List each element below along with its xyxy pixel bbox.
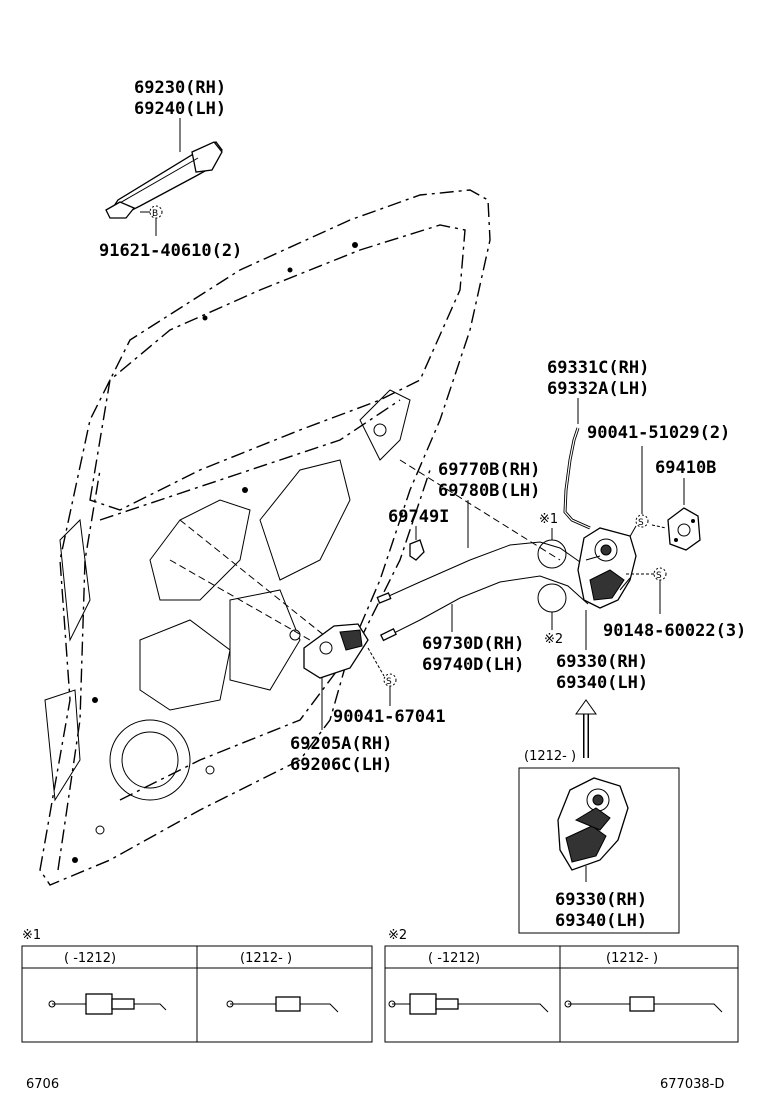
- cable-end-new-1: [226, 996, 339, 1013]
- label-screw-handle: 91621-40610(2): [99, 241, 242, 261]
- bolt-s-letter-2: S: [656, 571, 662, 581]
- inset-lock-assembly: [557, 777, 629, 871]
- lock-rod: [563, 427, 591, 530]
- label-striker: 69410B: [655, 458, 716, 478]
- label-cable-bottom-rh: 69730D(RH): [422, 634, 524, 654]
- connector-dash-2: [179, 519, 331, 641]
- footer-left: 6706: [26, 1077, 59, 1092]
- bolt-b-letter: B: [152, 209, 158, 219]
- label-handle-lh: 69240(LH): [134, 99, 226, 119]
- label-rod-rh: 69331C(RH): [547, 358, 649, 378]
- cable-end-old-2: [388, 993, 549, 1015]
- table1-header-1: ( -1212): [64, 951, 116, 966]
- cable-end-new-2: [564, 996, 723, 1013]
- label-lock-lh: 69340(LH): [556, 673, 648, 693]
- door-lock-assembly: [577, 527, 637, 609]
- label-handle-rh: 69230(RH): [134, 78, 226, 98]
- cable-top: [379, 541, 581, 601]
- note1-circle: [537, 539, 567, 569]
- up-arrow-icon: [575, 699, 597, 758]
- footer-right: 677038-D: [660, 1077, 724, 1092]
- label-cable-bottom-lh: 69740D(LH): [422, 655, 524, 675]
- note2-circle: [537, 583, 567, 613]
- cable-end-old-1: [48, 993, 167, 1015]
- label-inner-handle-lh: 69206C(LH): [290, 755, 392, 775]
- connector-dash-1: [169, 559, 311, 641]
- speaker-hole: [109, 719, 191, 801]
- bolt-s-letter-1: S: [638, 518, 644, 528]
- table-note2: ( -1212) (1212- ): [384, 945, 739, 1043]
- label-bolt-rod: 90041-51029(2): [587, 423, 730, 443]
- inner-screw-dash: [367, 647, 385, 677]
- label-screw-lock: 90148-60022(3): [603, 621, 746, 641]
- table2-note: ※2: [388, 928, 407, 943]
- label-cable-top-lh: 69780B(LH): [438, 481, 540, 501]
- inset-box: [518, 767, 680, 934]
- label-rod-lh: 69332A(LH): [547, 379, 649, 399]
- bolt-s-letter-3: S: [386, 677, 392, 687]
- table1-header-2: (1212- ): [240, 951, 292, 966]
- door-panel: [39, 189, 491, 886]
- inset-period: (1212- ): [524, 749, 576, 764]
- cable-clip: [409, 539, 425, 561]
- label-inset-lock-lh: 69340(LH): [555, 911, 647, 931]
- table-note1: ( -1212) (1212- ): [21, 945, 373, 1043]
- label-inner-handle-rh: 69205A(RH): [290, 734, 392, 754]
- outside-handle: [105, 141, 223, 219]
- cable-bottom: [383, 575, 589, 639]
- table1-note: ※1: [22, 928, 41, 943]
- striker-leader-dash: [651, 524, 667, 529]
- note2-marker: ※2: [544, 632, 563, 647]
- label-screw-inner: 90041-67041: [333, 707, 446, 727]
- label-clip: 69749I: [388, 507, 449, 527]
- label-cable-top-rh: 69770B(RH): [438, 460, 540, 480]
- connector-dash-3: [399, 459, 561, 561]
- table2-header-1: ( -1212): [428, 951, 480, 966]
- bolt-s-marker-1: [635, 514, 649, 528]
- label-lock-rh: 69330(RH): [556, 652, 648, 672]
- inside-handle: [303, 623, 369, 679]
- note1-marker: ※1: [539, 512, 558, 527]
- label-inset-lock-rh: 69330(RH): [555, 890, 647, 910]
- striker-part: [667, 507, 701, 551]
- table2-header-2: (1212- ): [606, 951, 658, 966]
